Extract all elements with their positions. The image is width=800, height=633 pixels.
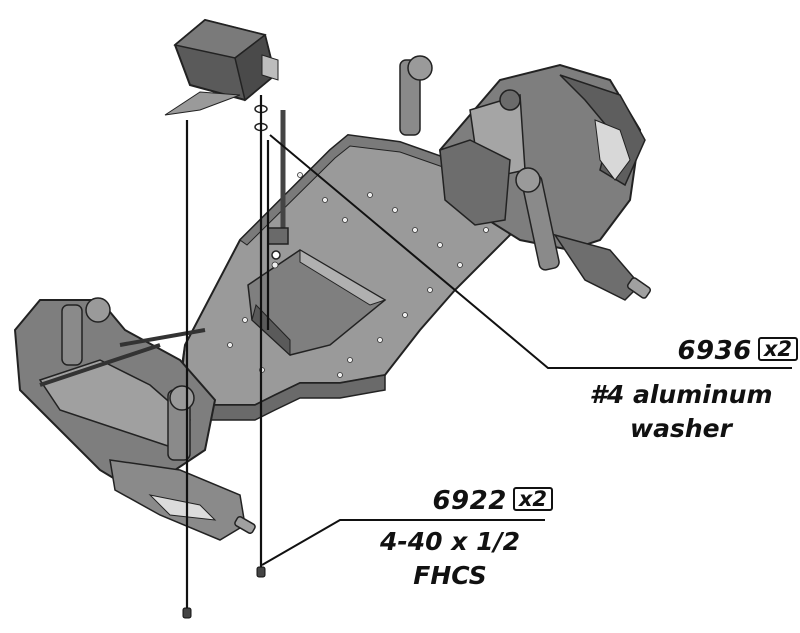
washer-description: #4 aluminum washer: [568, 378, 794, 446]
leader-line-screw: [261, 519, 545, 566]
chassis-plate: [178, 133, 512, 421]
center-standoff: [267, 110, 289, 260]
description-line-1: #4 aluminum: [589, 380, 773, 409]
description-line-2: washer: [630, 414, 732, 443]
servo: [164, 18, 279, 116]
screw-description: 4-40 x 1/2 FHCS: [340, 525, 560, 593]
fhcs-screws: [182, 566, 266, 619]
quantity-badge: x2: [512, 487, 553, 511]
rear-gearbox-assembly: [399, 55, 652, 301]
part-number-6936: 6936: [677, 336, 752, 366]
part-number-6922: 6922: [432, 486, 507, 516]
screw-alignment-lines: [185, 95, 270, 612]
front-suspension-assembly: [13, 297, 256, 541]
quantity-badge: x2: [757, 337, 798, 361]
description-line-2: FHCS: [413, 561, 487, 590]
description-line-1: 4-40 x 1/2: [379, 527, 520, 556]
leader-line-washer: [269, 134, 792, 369]
